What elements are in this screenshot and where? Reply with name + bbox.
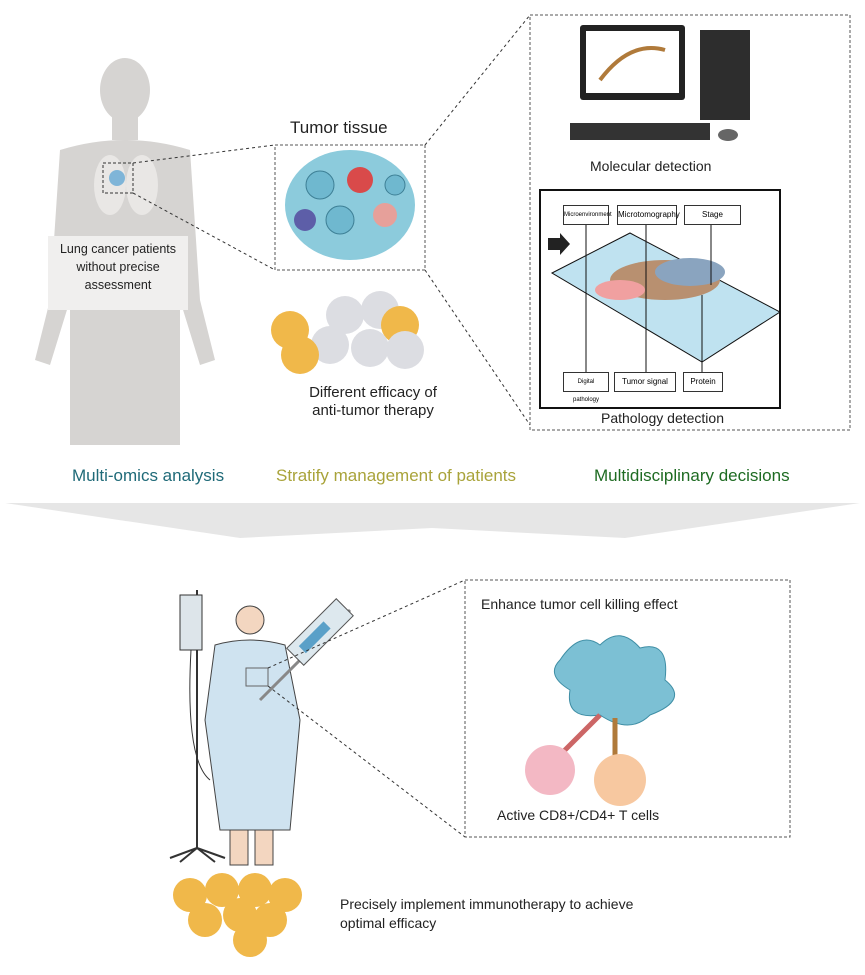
tag-microtomography: Microtomography [617,205,680,225]
lungs-icon [94,155,158,215]
immune-box [464,579,791,838]
detection-box [529,14,851,431]
syringe-icon [258,598,354,702]
dendritic-cell-icon [525,635,676,806]
efficacy-label: Different efficacy of anti-tumor therapy [309,384,437,419]
tumor-cells-icon [285,150,415,260]
tag-stage: Stage [684,205,741,225]
hospital-patient-icon [204,605,301,866]
patient-label: Lung cancer patients without precise ass… [48,236,188,310]
multi-omics-text: Multi-omics analysis [72,466,225,485]
computer-icon [570,25,750,141]
pathology-label: Pathology detection [601,410,724,426]
happy-faces-icon [173,873,302,957]
multidisciplinary-text: Multidisciplinary decisions [594,466,790,485]
down-chevron [5,503,860,538]
tag-microenvironment: Microenvironment [563,205,612,225]
iv-stand-icon [169,590,226,863]
tumor-box [274,144,426,271]
tcell-label: Active CD8+/CD4+ T cells [497,807,660,823]
pathology-panel [539,189,781,409]
slide-icon [550,232,781,363]
outcome-label: Precisely implement immunotherapy to ach… [340,896,634,931]
mixed-faces-icon [271,291,424,374]
molecular-label: Molecular detection [590,158,712,174]
stratify-text: Stratify management of patients [276,466,517,485]
tag-tumor-signal: Tumor signal [614,372,676,392]
tag-protein: Protein [683,372,723,392]
tumor-title: Tumor tissue [290,118,388,137]
arrow-icon [548,233,570,255]
enhance-label: Enhance tumor cell killing effect [481,596,678,612]
tag-digital-pathology: Digital pathology [563,372,609,403]
